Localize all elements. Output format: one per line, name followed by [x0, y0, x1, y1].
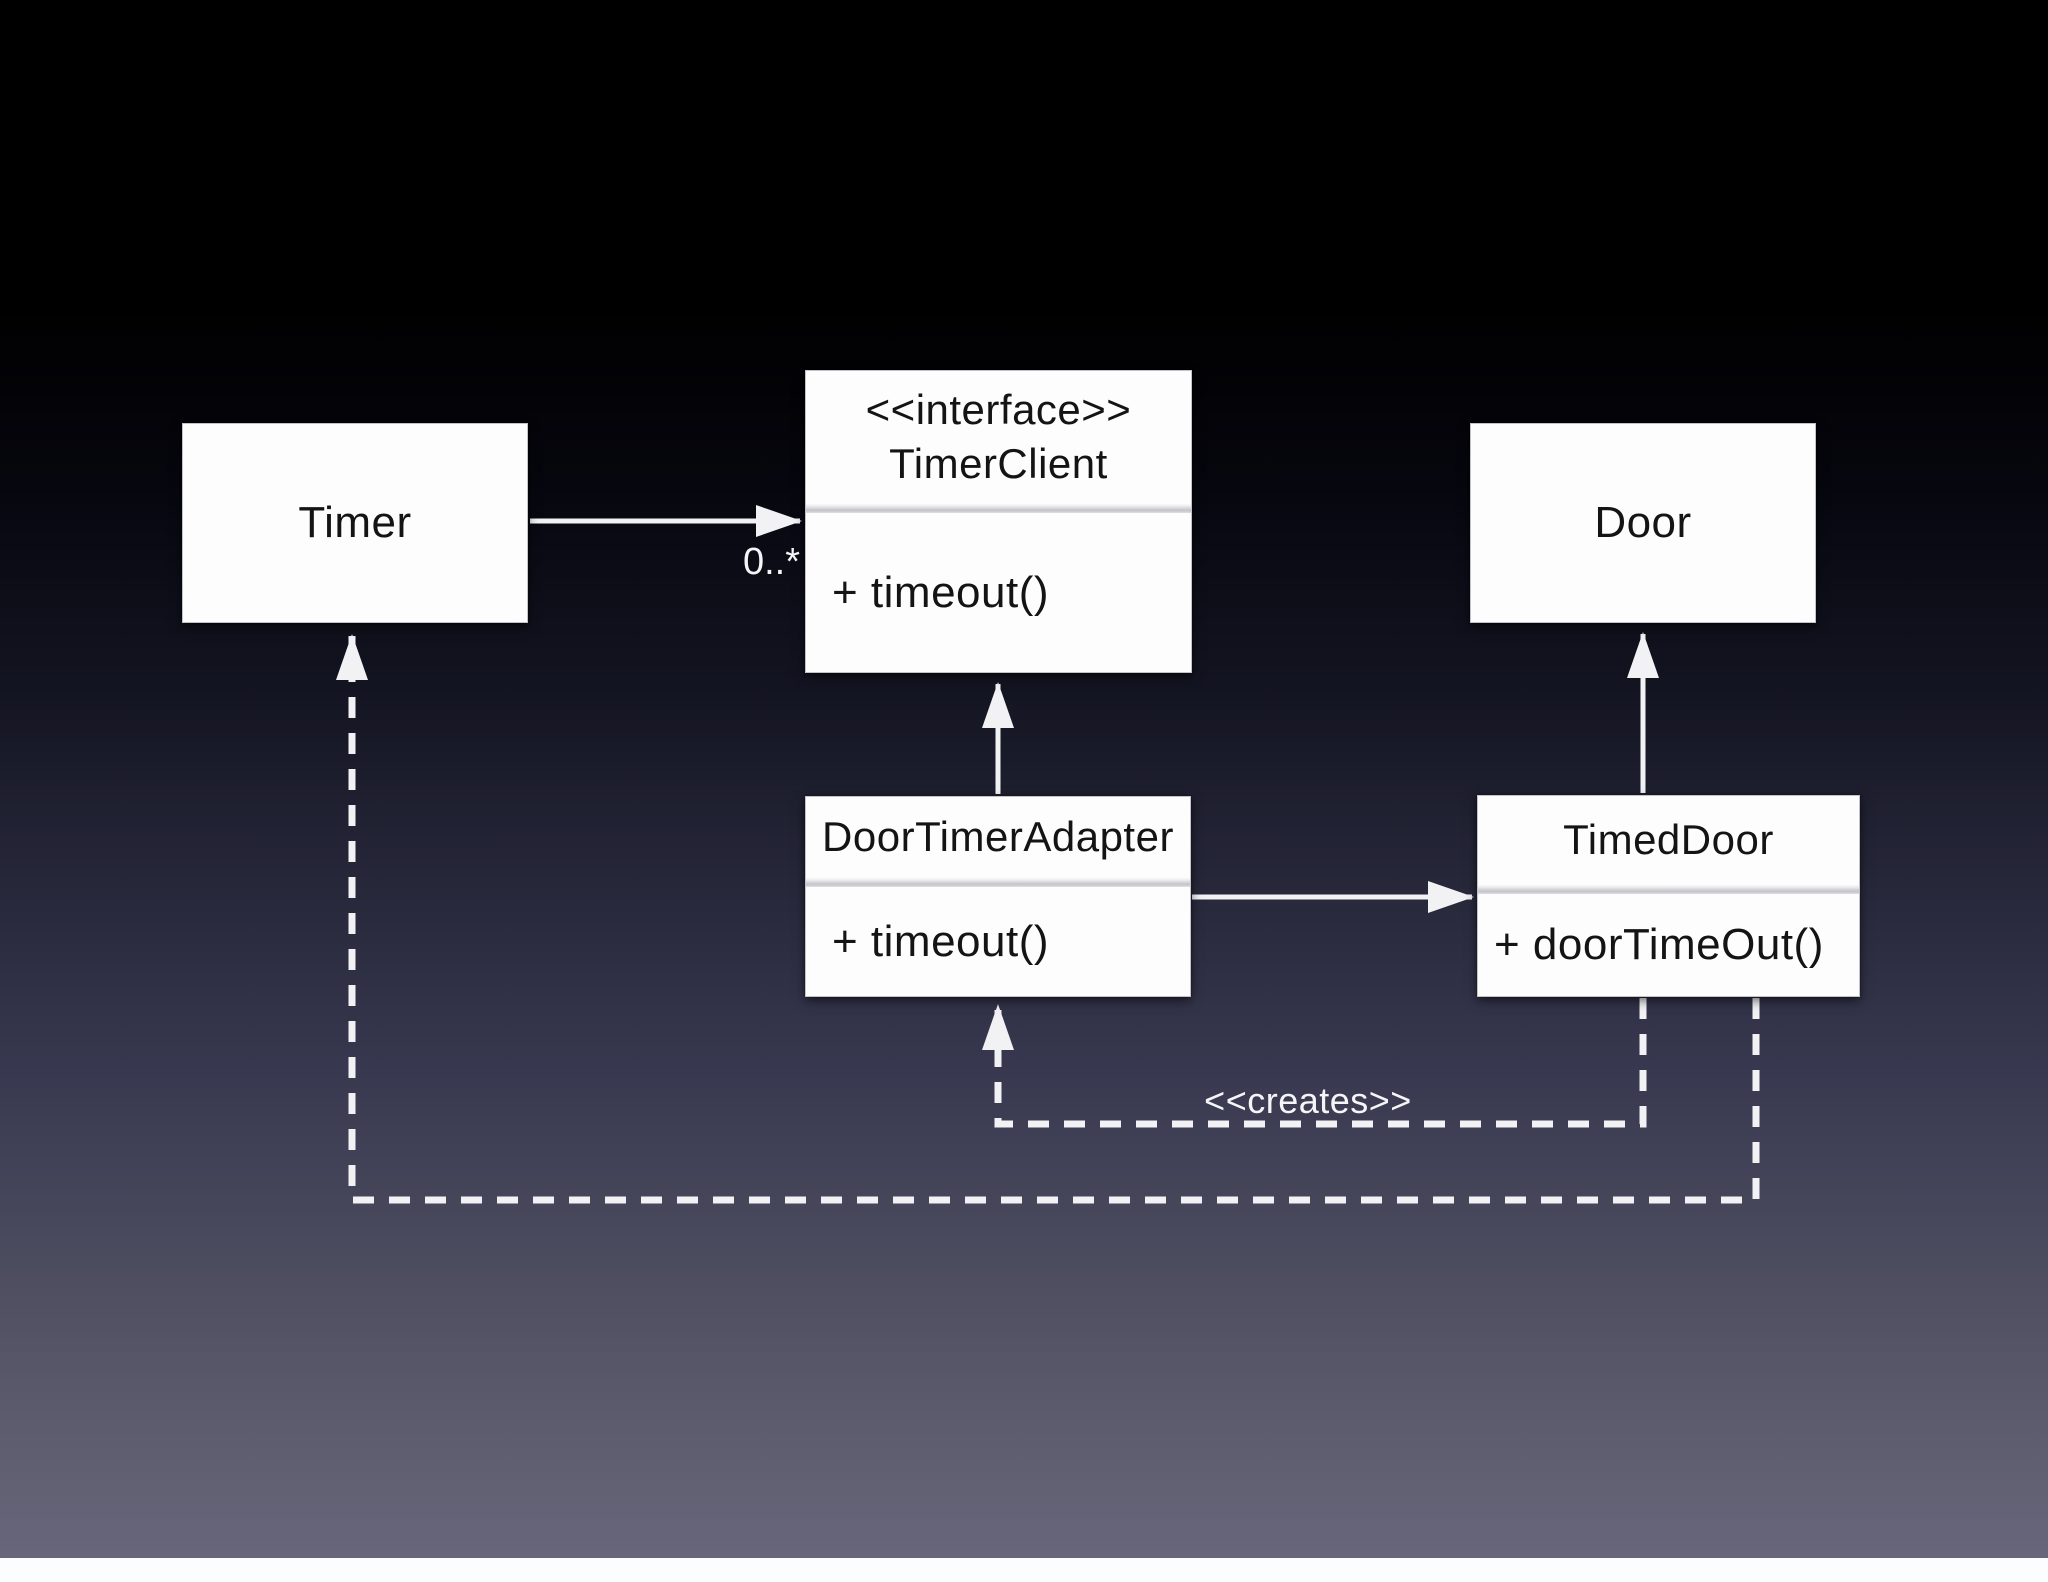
compartment-divider — [1478, 884, 1859, 894]
creates-label: <<creates>> — [1204, 1080, 1412, 1121]
class-name: DoorTimerAdapter — [822, 813, 1174, 861]
class-box-door: Door — [1470, 423, 1816, 623]
class-box-timer: Timer — [182, 423, 528, 623]
class-header: TimedDoor — [1478, 796, 1859, 884]
class-box-doortimeradapter: DoorTimerAdapter + timeout() — [805, 796, 1191, 997]
class-box-timeddoor: TimedDoor + doorTimeOut() — [1477, 795, 1860, 997]
class-box-timerclient: <<interface>> TimerClient + timeout() — [805, 370, 1192, 673]
class-name: TimedDoor — [1563, 816, 1774, 864]
class-name: Timer — [298, 498, 412, 547]
class-header: DoorTimerAdapter — [806, 797, 1190, 877]
class-method: + doorTimeOut() — [1494, 920, 1824, 969]
class-name: TimerClient — [889, 440, 1108, 487]
class-header: <<interface>> TimerClient — [806, 371, 1191, 503]
class-method: + timeout() — [832, 916, 1050, 966]
class-methods: + doorTimeOut() — [1478, 894, 1859, 996]
compartment-divider — [806, 503, 1191, 513]
multiplicity-label: 0..* — [742, 541, 800, 583]
class-methods: + timeout() — [806, 513, 1191, 672]
class-stereotype: <<interface>> — [865, 386, 1132, 434]
class-methods: + timeout() — [806, 887, 1190, 996]
compartment-divider — [806, 877, 1190, 887]
class-name: Door — [1594, 498, 1692, 547]
footer-strip — [0, 1558, 2048, 1582]
class-method: + timeout() — [832, 567, 1050, 617]
